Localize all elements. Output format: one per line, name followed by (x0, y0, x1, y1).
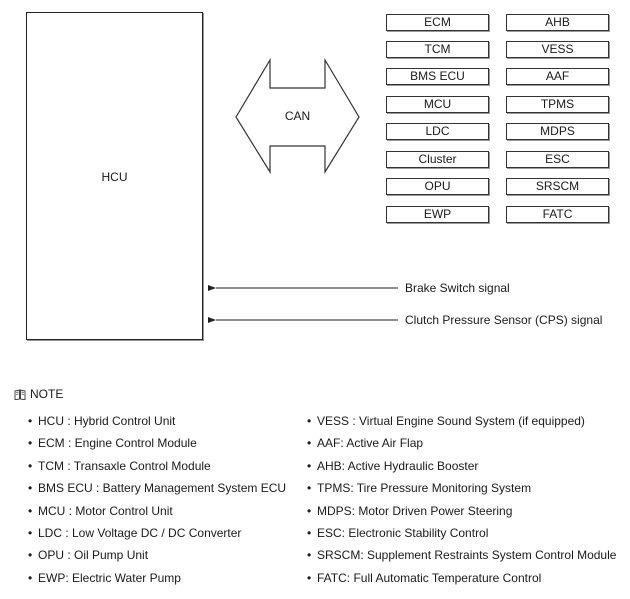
note-right-column: •VESS : Virtual Engine Sound System (if … (307, 410, 616, 589)
hcu-can-diagram: HCU CAN ECM TCM BMS ECU MCU LDC Cluster … (26, 12, 609, 340)
note-item: •EWP: Electric Water Pump (28, 570, 181, 585)
module-srscm: SRSCM (506, 178, 609, 195)
note-item: •VESS : Virtual Engine Sound System (if … (307, 414, 585, 428)
note-item: •TPMS: Tire Pressure Monitoring System (307, 481, 532, 496)
module-tpms: TPMS (506, 96, 609, 113)
note-item: •MDPS: Motor Driven Power Steering (307, 503, 513, 518)
hcu-label: HCU (101, 170, 128, 184)
diagram-lines (208, 57, 398, 323)
note-item: •SRSCM: Supplement Restraints System Con… (307, 548, 617, 563)
module-ecm: ECM (386, 14, 489, 31)
note-item: •BMS ECU : Battery Management System ECU (28, 481, 287, 496)
brake-switch-signal-label: Brake Switch signal (405, 281, 510, 295)
note-item: •ESC: Electronic Stability Control (307, 525, 489, 540)
note-item: •FATC: Full Automatic Temperature Contro… (307, 570, 542, 585)
module-mdps: MDPS (506, 123, 609, 140)
note-left-column: •HCU : Hybrid Control Unit •ECM : Engine… (28, 410, 286, 589)
module-bms-ecu: BMS ECU (386, 68, 489, 85)
hcu-box: HCU (26, 12, 203, 340)
note-title: NOTE (30, 387, 64, 401)
note-section: NOTE •HCU : Hybrid Control Unit •ECM : E… (14, 386, 626, 585)
can-double-arrow (235, 57, 360, 175)
can-label: CAN (284, 109, 311, 123)
module-esc: ESC (506, 151, 609, 168)
module-mcu: MCU (386, 96, 489, 113)
module-cluster: Cluster (386, 151, 489, 168)
note-item: •TCM : Transaxle Control Module (28, 458, 211, 473)
note-item: •ECM : Engine Control Module (28, 436, 197, 451)
book-icon (14, 388, 26, 400)
note-item: •MCU : Motor Control Unit (28, 503, 173, 518)
module-ldc: LDC (386, 123, 489, 140)
module-opu: OPU (386, 178, 489, 195)
clutch-pressure-signal-label: Clutch Pressure Sensor (CPS) signal (405, 313, 603, 327)
note-item: •AAF: Active Air Flap (307, 436, 424, 451)
module-tcm: TCM (386, 41, 489, 58)
note-item: •OPU : Oil Pump Unit (28, 548, 149, 563)
module-aaf: AAF (506, 68, 609, 85)
note-item: •HCU : Hybrid Control Unit (28, 414, 176, 428)
note-item: •AHB: Active Hydraulic Booster (307, 458, 479, 473)
module-fatc: FATC (506, 206, 609, 223)
note-item: •LDC : Low Voltage DC / DC Converter (28, 525, 242, 540)
note-header: NOTE (14, 386, 626, 402)
module-vess: VESS (506, 41, 609, 58)
module-ahb: AHB (506, 14, 609, 31)
module-ewp: EWP (386, 206, 489, 223)
